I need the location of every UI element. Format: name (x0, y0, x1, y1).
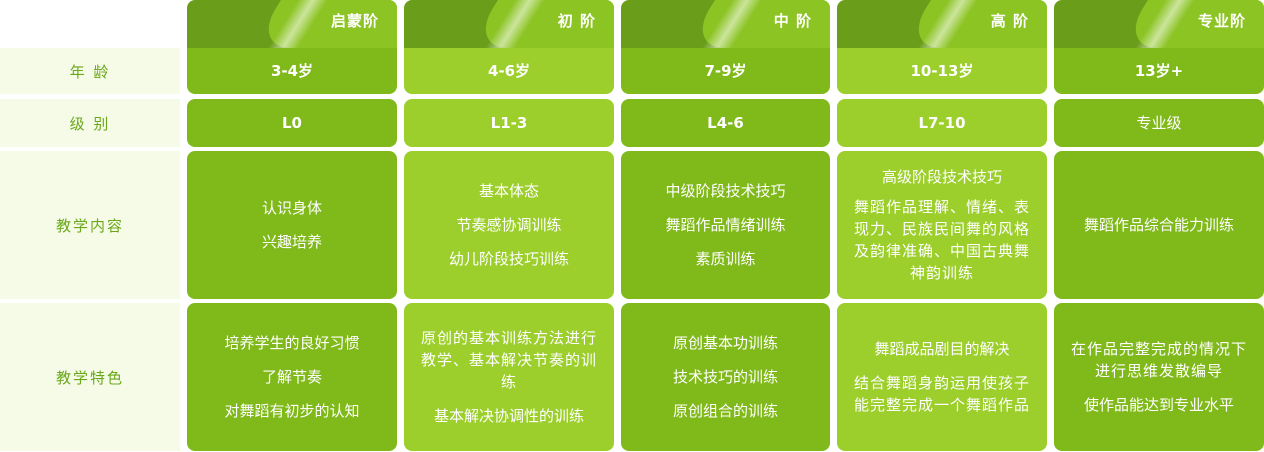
level-cell: L7-10 (837, 99, 1047, 147)
feature-line: 使作品能达到专业水平 (1083, 396, 1234, 414)
content-line: 舞蹈作品综合能力训练 (1083, 216, 1234, 234)
level-cell: 专业级 (1054, 99, 1264, 147)
content-line: 高级阶段技术技巧 (881, 168, 1002, 186)
content-line: 幼儿阶段技巧训练 (448, 250, 569, 268)
level-value: 专业级 (1136, 114, 1182, 132)
level-cell: L4-6 (621, 99, 830, 147)
content-line: 舞蹈作品情绪训练 (665, 216, 786, 234)
age-cell: 4-6岁 (404, 48, 614, 94)
content-line: 认识身体 (261, 199, 322, 217)
content-cell: 认识身体 兴趣培养 (187, 151, 397, 299)
level-cell: L0 (187, 99, 397, 147)
stage-tab-label: 专业阶 (1197, 12, 1246, 30)
age-value: 10-13岁 (910, 62, 974, 80)
row-label-feature: 教学特色 (0, 303, 180, 451)
level-value: L7-10 (918, 114, 966, 132)
level-value: L0 (282, 114, 302, 132)
stage-tab-label: 中 阶 (773, 12, 812, 30)
level-cell: L1-3 (404, 99, 614, 147)
feature-line: 原创组合的训练 (672, 402, 778, 420)
row-label-content: 教学内容 (0, 151, 180, 299)
content-cell: 高级阶段技术技巧 舞蹈作品理解、情绪、表现力、民族民间舞的风格及韵律准确、中国古… (837, 151, 1047, 299)
feature-line: 原创基本功训练 (672, 334, 778, 352)
age-cell: 3-4岁 (187, 48, 397, 94)
stage-tab-label: 启蒙阶 (330, 12, 379, 30)
stage-tab-4: 专业阶 (1054, 0, 1264, 48)
feature-cell: 原创的基本训练方法进行教学、基本解决节奏的训练 基本解决协调性的训练 (404, 303, 614, 451)
feature-line: 培养学生的良好习惯 (224, 334, 360, 352)
feature-cell: 原创基本功训练 技术技巧的训练 原创组合的训练 (621, 303, 830, 451)
feature-line: 舞蹈成品剧目的解决 (874, 340, 1010, 358)
stage-tab-3: 高 阶 (837, 0, 1047, 48)
age-cell: 13岁+ (1054, 48, 1264, 94)
feature-cell: 培养学生的良好习惯 了解节奏 对舞蹈有初步的认知 (187, 303, 397, 451)
content-line: 基本体态 (478, 182, 539, 200)
level-value: L4-6 (707, 114, 744, 132)
feature-line: 在作品完整完成的情况下进行思维发散编导 (1070, 340, 1247, 380)
feature-cell: 在作品完整完成的情况下进行思维发散编导 使作品能达到专业水平 (1054, 303, 1264, 451)
row-label-age: 年 龄 (0, 48, 180, 94)
content-cell: 基本体态 节奏感协调训练 幼儿阶段技巧训练 (404, 151, 614, 299)
stage-tab-label: 高 阶 (990, 12, 1029, 30)
age-value: 7-9岁 (704, 62, 747, 80)
feature-cell: 舞蹈成品剧目的解决 结合舞蹈身韵运用使孩子能完整完成一个舞蹈作品 (837, 303, 1047, 451)
content-line: 舞蹈作品理解、情绪、表现力、民族民间舞的风格及韵律准确、中国古典舞神韵训练 (853, 198, 1030, 282)
feature-line: 对舞蹈有初步的认知 (224, 402, 360, 420)
age-value: 13岁+ (1134, 62, 1184, 80)
feature-line: 基本解决协调性的训练 (433, 407, 584, 425)
stage-tab-label: 初 阶 (557, 12, 596, 30)
content-line: 兴趣培养 (261, 233, 322, 251)
level-value: L1-3 (490, 114, 528, 132)
feature-line: 结合舞蹈身韵运用使孩子能完整完成一个舞蹈作品 (853, 374, 1030, 414)
age-cell: 7-9岁 (621, 48, 830, 94)
stage-tab-2: 中 阶 (621, 0, 830, 48)
row-label-level: 级 别 (0, 99, 180, 147)
content-line: 节奏感协调训练 (456, 216, 562, 234)
content-line: 素质训练 (695, 250, 756, 268)
content-cell: 中级阶段技术技巧 舞蹈作品情绪训练 素质训练 (621, 151, 830, 299)
feature-line: 技术技巧的训练 (672, 368, 778, 386)
feature-line: 了解节奏 (261, 368, 322, 386)
stage-tab-1: 初 阶 (404, 0, 614, 48)
stage-tab-0: 启蒙阶 (187, 0, 397, 48)
age-value: 4-6岁 (487, 62, 531, 80)
age-cell: 10-13岁 (837, 48, 1047, 94)
content-line: 中级阶段技术技巧 (665, 182, 786, 200)
content-cell: 舞蹈作品综合能力训练 (1054, 151, 1264, 299)
feature-line: 原创的基本训练方法进行教学、基本解决节奏的训练 (420, 329, 597, 391)
age-value: 3-4岁 (270, 62, 314, 80)
